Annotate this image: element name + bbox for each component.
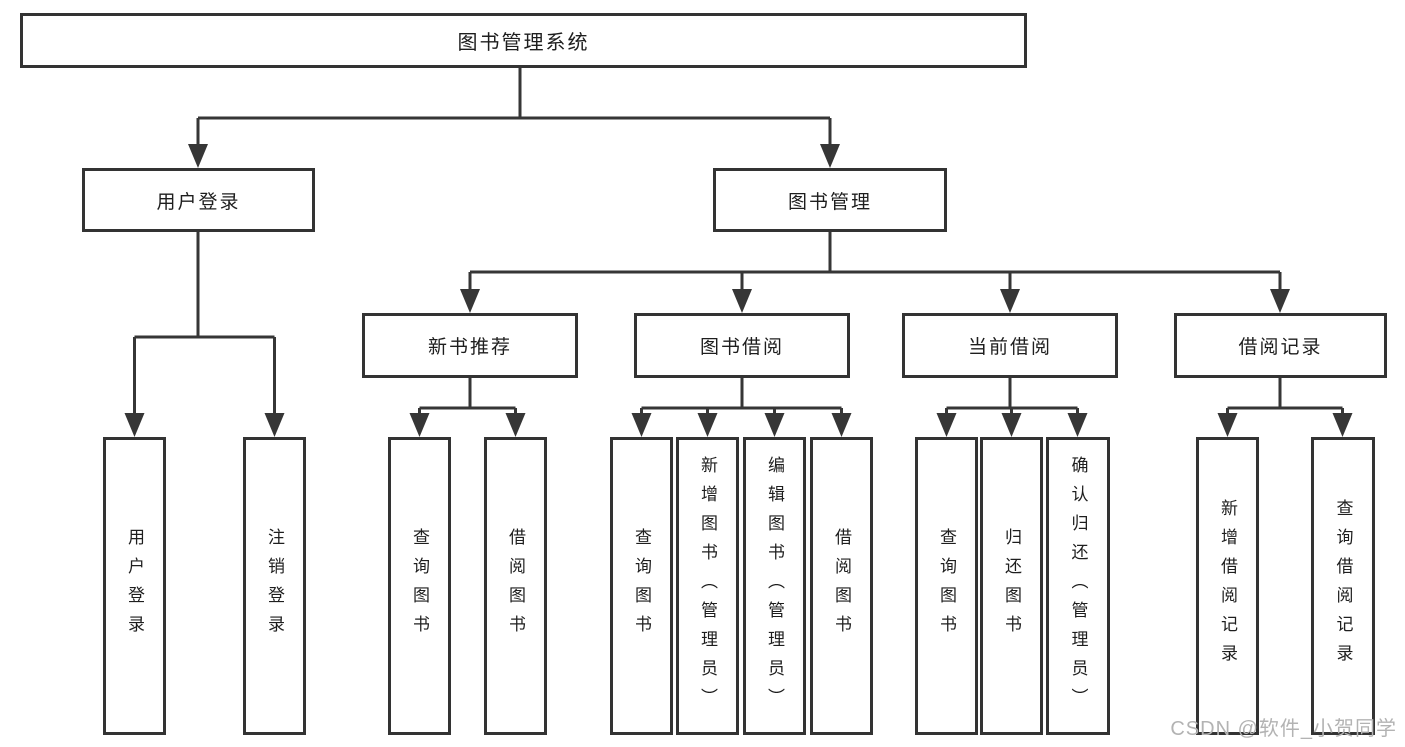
arrow-down-icon bbox=[124, 413, 145, 437]
leaf-br-query-record-label: 查询借阅记录 bbox=[1333, 499, 1353, 673]
arrow-down-icon bbox=[505, 413, 526, 437]
node-l3-borrowing-records-label: 借阅记录 bbox=[1238, 337, 1323, 358]
arrow-down-icon bbox=[1001, 413, 1022, 437]
node-root-library-system: 图书管理系统 bbox=[20, 13, 1027, 68]
leaf-bb-edit-books-admin: 编辑图书（管理员） bbox=[743, 437, 806, 735]
leaf-cb-return-books: 归还图书 bbox=[980, 437, 1043, 735]
arrow-down-icon bbox=[820, 144, 840, 168]
node-l3-new-book-recommend-label: 新书推荐 bbox=[427, 337, 512, 358]
node-l3-book-borrowing: 图书借阅 bbox=[634, 313, 850, 378]
arrow-down-icon bbox=[188, 144, 208, 168]
csdn-watermark: CSDN @软件_小贺同学 bbox=[1170, 718, 1397, 740]
leaf-nbr-query-books: 查询图书 bbox=[388, 437, 451, 735]
leaf-br-add-record: 新增借阅记录 bbox=[1196, 437, 1259, 735]
node-l3-current-borrowing: 当前借阅 bbox=[902, 313, 1118, 378]
arrow-down-icon bbox=[1270, 289, 1290, 313]
node-l3-new-book-recommend: 新书推荐 bbox=[362, 313, 578, 378]
arrow-down-icon bbox=[697, 413, 718, 437]
leaf-cb-return-books-label: 归还图书 bbox=[1002, 528, 1021, 644]
leaf-br-add-record-label: 新增借阅记录 bbox=[1218, 499, 1237, 673]
leaf-nbr-query-books-label: 查询图书 bbox=[410, 528, 429, 644]
leaf-bb-add-books-admin: 新增图书（管理员） bbox=[676, 437, 739, 735]
arrow-down-icon bbox=[732, 289, 752, 313]
arrow-down-icon bbox=[1067, 413, 1088, 437]
leaf-user-login: 用户登录 bbox=[103, 437, 166, 735]
node-l2-book-management-label: 图书管理 bbox=[787, 191, 872, 213]
arrow-down-icon bbox=[764, 413, 785, 437]
arrow-down-icon bbox=[1000, 289, 1020, 313]
arrow-down-icon bbox=[831, 413, 852, 437]
leaf-nbr-borrow-books-label: 借阅图书 bbox=[506, 528, 525, 644]
node-root-label: 图书管理系统 bbox=[457, 32, 590, 54]
node-l2-book-management: 图书管理 bbox=[713, 168, 947, 232]
arrow-down-icon bbox=[1217, 413, 1238, 437]
leaf-user-login-label: 用户登录 bbox=[125, 528, 144, 644]
leaf-bb-borrow-books: 借阅图书 bbox=[810, 437, 873, 735]
leaf-bb-query-books: 查询图书 bbox=[610, 437, 673, 735]
leaf-logout: 注销登录 bbox=[243, 437, 306, 735]
leaf-bb-query-books-label: 查询图书 bbox=[632, 528, 651, 644]
leaf-cb-query-books: 查询图书 bbox=[915, 437, 978, 735]
leaf-cb-confirm-return-admin-label: 确认归还（管理员） bbox=[1068, 455, 1088, 717]
leaf-nbr-borrow-books: 借阅图书 bbox=[484, 437, 547, 735]
leaf-bb-borrow-books-label: 借阅图书 bbox=[832, 528, 851, 644]
node-l3-borrowing-records: 借阅记录 bbox=[1174, 313, 1387, 378]
node-l2-user-login: 用户登录 bbox=[82, 168, 315, 232]
arrow-down-icon bbox=[1332, 413, 1353, 437]
node-l3-book-borrowing-label: 图书借阅 bbox=[699, 337, 784, 358]
node-l3-current-borrowing-label: 当前借阅 bbox=[967, 337, 1052, 358]
leaf-bb-add-books-admin-label: 新增图书（管理员） bbox=[698, 455, 717, 717]
leaf-bb-edit-books-admin-label: 编辑图书（管理员） bbox=[765, 455, 784, 717]
arrow-down-icon bbox=[460, 289, 480, 313]
node-l2-user-login-label: 用户登录 bbox=[156, 191, 241, 213]
arrow-down-icon bbox=[631, 413, 652, 437]
arrow-down-icon bbox=[409, 413, 430, 437]
leaf-cb-query-books-label: 查询图书 bbox=[937, 528, 956, 644]
leaf-br-query-record: 查询借阅记录 bbox=[1311, 437, 1375, 735]
leaf-logout-label: 注销登录 bbox=[265, 528, 284, 644]
arrow-down-icon bbox=[264, 413, 285, 437]
leaf-cb-confirm-return-admin: 确认归还（管理员） bbox=[1046, 437, 1110, 735]
arrow-down-icon bbox=[936, 413, 957, 437]
